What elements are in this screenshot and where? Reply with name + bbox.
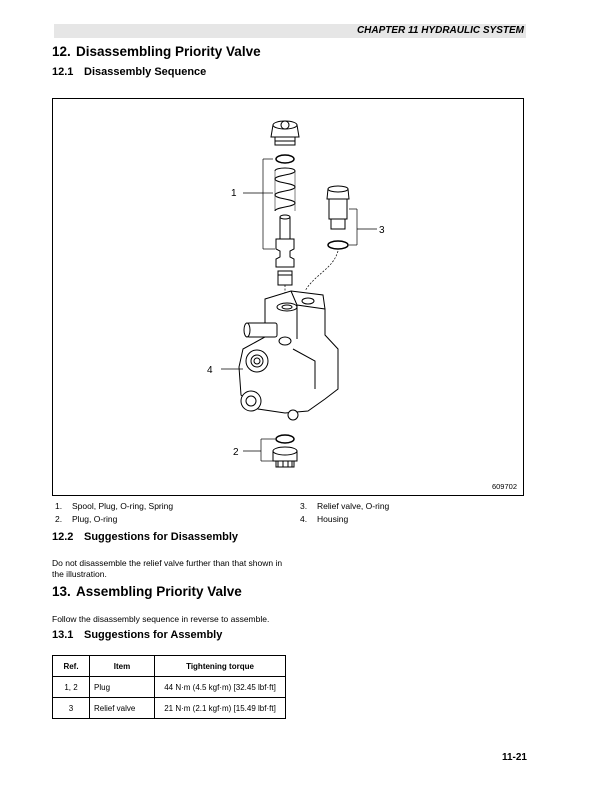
column-header: Item <box>89 655 155 677</box>
section-number: 13. <box>52 584 71 599</box>
section-title: Disassembling Priority Valve <box>76 44 261 59</box>
figure-legend-left: 1.Spool, Plug, O-ring, Spring 2.Plug, O-… <box>55 500 173 526</box>
column-header: Ref. <box>52 655 90 677</box>
torque-table: Ref. Item Tightening torque 1, 2 Plug 44… <box>52 655 286 719</box>
figure-legend-right: 3.Relief valve, O-ring 4.Housing <box>300 500 389 526</box>
table-cell: 1, 2 <box>52 676 90 698</box>
relief-valve-part <box>326 185 350 230</box>
section-number: 12. <box>52 44 71 59</box>
figure-id: 609702 <box>491 482 517 491</box>
section-title: Disassembly Sequence <box>84 66 207 78</box>
table-row: 1, 2 Plug 44 N·m (4.5 kgf·m) [32.45 lbf·… <box>52 676 286 698</box>
spring-part <box>274 167 296 212</box>
table-cell: Plug <box>89 676 155 698</box>
chapter-header: CHAPTER 11 HYDRAULIC SYSTEM <box>54 24 526 38</box>
priority-valve-drawing: 1 2 3 4 <box>207 120 385 468</box>
housing-part <box>238 290 339 421</box>
legend-item: 1.Spool, Plug, O-ring, Spring <box>55 501 174 511</box>
bottom-plug-part <box>272 446 298 468</box>
spool-part <box>275 214 295 286</box>
disassembly-note: Do not disassemble the relief valve furt… <box>52 558 283 579</box>
table-cell: 3 <box>52 697 90 719</box>
callout-1: 1 <box>231 188 237 199</box>
section-number: 12.2 <box>52 531 74 543</box>
table-row: 3 Relief valve 21 N·m (2.1 kgf·m) [15.49… <box>52 697 286 719</box>
legend-item: 2.Plug, O-ring <box>55 514 118 524</box>
callout-3: 3 <box>379 225 385 236</box>
page-number: 11-21 <box>501 752 527 763</box>
section-title: Suggestions for Disassembly <box>84 531 239 543</box>
table-cell: 44 N·m (4.5 kgf·m) [32.45 lbf·ft] <box>154 676 286 698</box>
section-12-2-heading: 12.2 Suggestions for Disassembly <box>52 531 238 543</box>
exploded-view-figure: 1 2 3 4 609702 <box>52 98 524 496</box>
section-13-heading: 13. Assembling Priority Valve <box>52 584 242 599</box>
o-ring <box>327 240 349 250</box>
table-cell: 21 N·m (2.1 kgf·m) [15.49 lbf·ft] <box>154 697 286 719</box>
callout-leaders <box>221 158 377 462</box>
o-ring <box>275 434 295 444</box>
callout-2: 2 <box>233 447 239 458</box>
legend-item: 3.Relief valve, O-ring <box>300 501 390 511</box>
table-header-row: Ref. Item Tightening torque <box>52 655 286 677</box>
section-number: 12.1 <box>52 66 74 78</box>
assembly-note: Follow the disassembly sequence in rever… <box>52 614 270 624</box>
section-title: Assembling Priority Valve <box>76 584 242 599</box>
table-cell: Relief valve <box>89 697 155 719</box>
o-ring <box>275 154 295 164</box>
column-header: Tightening torque <box>154 655 286 677</box>
legend-item: 4.Housing <box>300 514 349 524</box>
section-12-heading: 12. Disassembling Priority Valve <box>52 44 261 59</box>
section-13-1-heading: 13.1 Suggestions for Assembly <box>52 629 222 641</box>
callout-4: 4 <box>207 365 213 376</box>
section-12-1-heading: 12.1 Disassembly Sequence <box>52 66 206 78</box>
spool-plug-part <box>270 120 300 146</box>
section-number: 13.1 <box>52 629 74 641</box>
section-title: Suggestions for Assembly <box>84 629 223 641</box>
